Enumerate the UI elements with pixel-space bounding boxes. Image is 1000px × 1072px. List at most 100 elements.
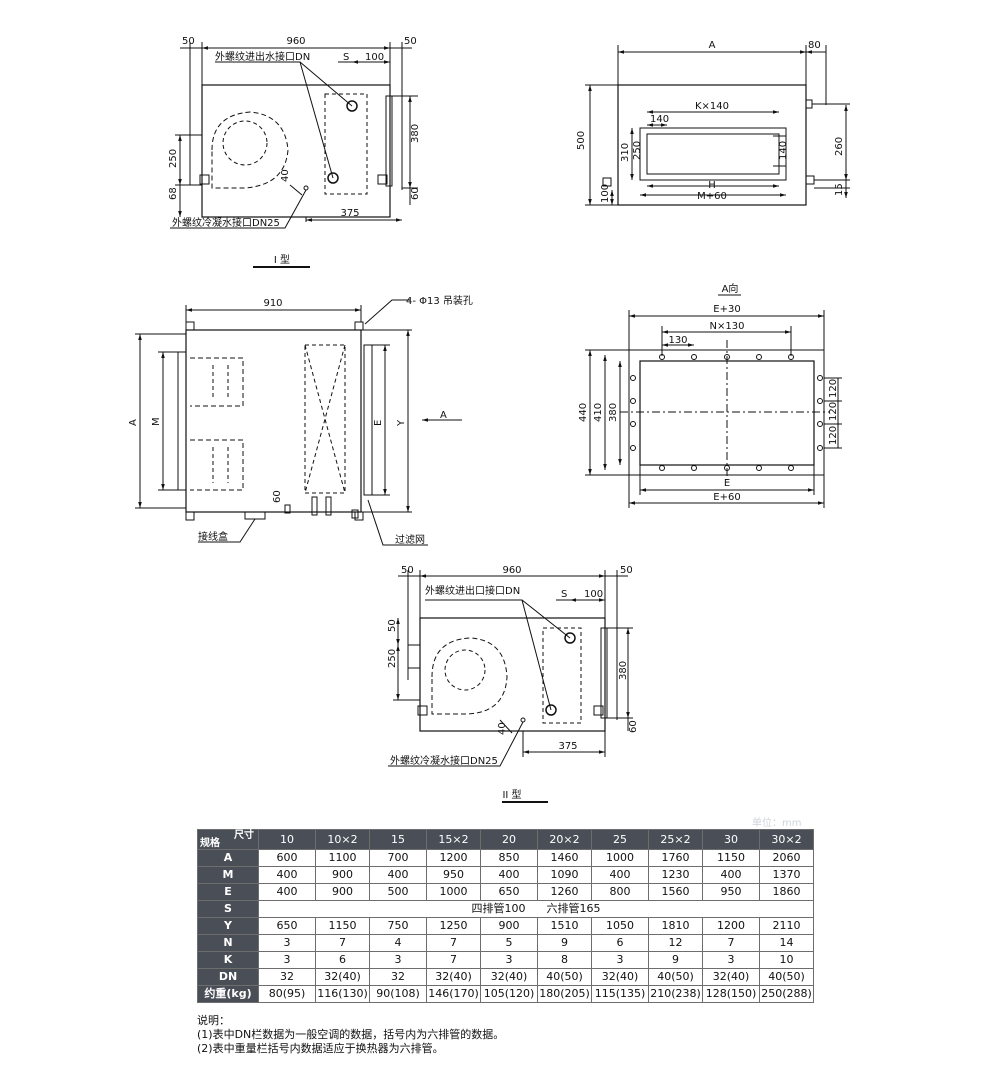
dim-n130: N×130: [710, 321, 745, 332]
dim-s: S: [343, 52, 349, 63]
table-cell: 1200: [426, 849, 481, 867]
row-header: A: [197, 849, 259, 867]
table-cell: 40(50): [648, 968, 703, 986]
dim-40: 40: [280, 169, 291, 182]
table-cell: 1100: [315, 849, 370, 867]
column-header: 25: [591, 829, 649, 850]
column-header: 20: [480, 829, 538, 850]
table-cell: 2110: [759, 917, 814, 935]
unit-note: 单位：mm: [752, 818, 802, 829]
table-cell: 32: [258, 968, 316, 986]
drawing-plan-view: [135, 299, 462, 546]
dim-140: 140: [650, 114, 669, 125]
dim-120: 120: [828, 379, 839, 398]
table-cell: 4: [369, 934, 427, 952]
drawing-view-a: [585, 294, 842, 508]
dim-e: E: [373, 420, 384, 426]
table-cell: 1860: [759, 883, 814, 901]
dim-410: 410: [593, 403, 604, 422]
table-cell: 400: [369, 866, 427, 884]
dim-380: 380: [618, 661, 629, 680]
column-header: 25×2: [648, 829, 703, 850]
filter-label: 过滤网: [395, 533, 425, 546]
row-header: N: [197, 934, 259, 952]
table-cell: 3: [369, 951, 427, 969]
dim-a: A: [128, 419, 139, 426]
dim-140: 140: [778, 141, 789, 160]
table-cell: 3: [702, 951, 760, 969]
dim-260: 260: [834, 137, 845, 156]
table-cell: 146(170): [426, 985, 481, 1003]
dim-130: 130: [668, 335, 687, 346]
table-cell: 1050: [591, 917, 649, 935]
corner-spec: 规格: [200, 838, 220, 849]
dim-60: 60: [410, 187, 421, 200]
dim-s: S: [561, 589, 567, 600]
dim-120: 120: [828, 402, 839, 421]
table-cell: 1510: [537, 917, 592, 935]
row-header: M: [197, 866, 259, 884]
dim-380: 380: [410, 124, 421, 143]
inlet-note: 外螺纹进出口接口DN: [425, 584, 520, 597]
dim-e: E: [724, 478, 730, 489]
table-cell: 6: [591, 934, 649, 952]
table-cell: 600: [258, 849, 316, 867]
dim-40: 40: [497, 722, 508, 735]
dim-310: 310: [620, 143, 631, 162]
column-header: 10: [258, 829, 316, 850]
table-cell: 3: [258, 934, 316, 952]
column-header: 30×2: [759, 829, 814, 850]
table-cell: 10: [759, 951, 814, 969]
table-cell: 1000: [591, 849, 649, 867]
table-cell: 32(40): [315, 968, 370, 986]
dim-960: 960: [286, 36, 305, 47]
table-cell: 128(150): [702, 985, 760, 1003]
table-cell: 400: [480, 866, 538, 884]
junction-box-label: 接线盒: [198, 530, 228, 543]
table-cell: 7: [426, 934, 481, 952]
table-cell: 14: [759, 934, 814, 952]
table-corner: 尺寸 规格: [197, 829, 259, 850]
drain-note: 外螺纹冷凝水接口DN25: [172, 216, 280, 229]
column-header: 15: [369, 829, 427, 850]
table-cell: 900: [480, 917, 538, 935]
table-cell: 1000: [426, 883, 481, 901]
note-1: (1)表中DN栏数据为一般空调的数据，括号内为六排管的数据。: [197, 1028, 505, 1041]
table-cell: 800: [591, 883, 649, 901]
dim-380: 380: [608, 403, 619, 422]
row-header: DN: [197, 968, 259, 986]
column-header: 10×2: [315, 829, 370, 850]
table-cell: 400: [702, 866, 760, 884]
dim-m60: M+60: [697, 191, 727, 202]
dim-375: 375: [558, 741, 577, 752]
table-row: 约重(kg)80(95)116(130)90(108)146(170)105(1…: [197, 985, 814, 1003]
table-cell: 950: [702, 883, 760, 901]
dim-50: 50: [404, 36, 417, 47]
dim-80: 80: [808, 40, 821, 51]
table-cell: 32: [369, 968, 427, 986]
dim-375: 375: [340, 208, 359, 219]
dim-440: 440: [578, 403, 589, 422]
dim-100: 100: [584, 589, 603, 600]
table-cell: 7: [426, 951, 481, 969]
table-cell: 32(40): [702, 968, 760, 986]
table-cell: 950: [426, 866, 481, 884]
drawing-labels: 960 50 50 外螺纹进出水接口DN S 100 380 250 68 40…: [128, 36, 845, 801]
dim-60: 60: [272, 490, 283, 503]
inlet-note: 外螺纹进出水接口DN: [215, 50, 310, 63]
technical-drawing: 960 50 50 外螺纹进出水接口DN S 100 380 250 68 40…: [128, 36, 850, 803]
arrow-a-label: A: [440, 410, 447, 421]
table-cell: 1200: [702, 917, 760, 935]
table-cell: 650: [258, 917, 316, 935]
row-header: 约重(kg): [197, 985, 259, 1003]
table-cell: 32(40): [480, 968, 538, 986]
table-cell: 9: [648, 951, 703, 969]
